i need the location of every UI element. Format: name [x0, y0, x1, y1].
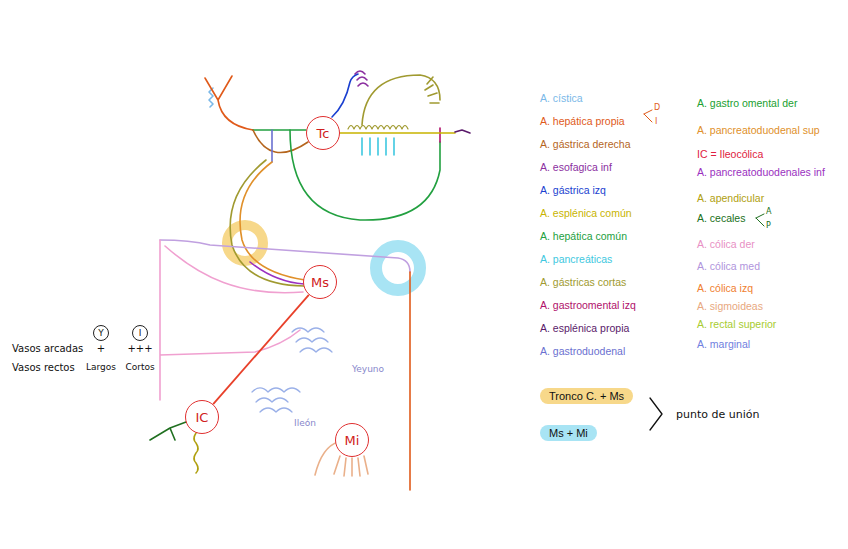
legend-text: A. pancreatoduodenal sup: [697, 124, 820, 136]
legend-entry: A. hepática propia: [540, 115, 625, 127]
annotation-label: A: [766, 207, 771, 216]
legend-text: A. gástrica derecha: [540, 138, 630, 150]
junction-pill: Tronco C. + Ms: [540, 388, 633, 404]
legend-text: A. cólica der: [697, 238, 755, 250]
legend-text: A. cólica med: [697, 260, 760, 272]
annotation-label: +: [97, 343, 105, 354]
legend-entry: A. esofagica inf: [540, 161, 612, 173]
legend-entry: A. esplénica común: [540, 207, 632, 219]
legend-entry: A. cólica der: [697, 238, 755, 250]
annotation-label: Ileón: [294, 418, 316, 428]
annotation-label: punto de unión: [676, 408, 759, 421]
legend-text: A. esplénica común: [540, 207, 632, 219]
annotation-label: Cortos: [125, 362, 154, 372]
superior-mesenteric-artery: [213, 295, 309, 404]
legend-entry: A. gástricas cortas: [540, 276, 626, 288]
legend-entry: A. gastroomental izq: [540, 299, 636, 311]
legend-entry: A. rectal superior: [697, 318, 776, 330]
legend-entry: A. gástrica derecha: [540, 138, 630, 150]
legend-entry: A. gástrica izq: [540, 184, 606, 196]
legend-entry: A. hepática común: [540, 230, 627, 242]
legend-entry: A. cística: [540, 92, 583, 104]
node-text: Tc: [317, 126, 330, 141]
legend-text: A. marginal: [697, 338, 750, 350]
jejunum-mark: Y: [93, 325, 109, 341]
legend-entry: A. cólica med: [697, 260, 760, 272]
legend-text: A. hepática propia: [540, 115, 625, 127]
annotation-label: I: [655, 117, 657, 126]
legend-text: A. cística: [540, 92, 583, 104]
node-text: I: [139, 328, 142, 338]
legend-entry: IC = Ileocólica: [697, 148, 763, 160]
legend-text: A. pancreáticas: [540, 253, 612, 265]
legend-entry: A. sigmoideas: [697, 300, 763, 312]
inferior-mesenteric-circle: Mi: [335, 423, 369, 457]
ileocolic-circle: IC: [185, 400, 219, 434]
legend-entry: A. gastroduodenal: [540, 345, 625, 357]
legend-text: A. gástrica izq: [540, 184, 606, 196]
legend-text: A. sigmoideas: [697, 300, 763, 312]
legend-text: A. cecales: [697, 212, 745, 224]
annotation-label: Yeyuno: [352, 364, 384, 374]
annotation-label: +++: [127, 343, 152, 354]
legend-text: A. rectal superior: [697, 318, 776, 330]
legend-text: A. pancreatoduodenales inf: [697, 166, 825, 178]
legend-text: A. esplénica propia: [540, 322, 629, 334]
legend-text: A. cólica izq: [697, 282, 753, 294]
legend-text: A. gastro omental der: [697, 97, 797, 109]
legend-entry: A. cecales: [697, 212, 745, 224]
node-text: Y: [98, 328, 104, 338]
annotation-label: D: [654, 103, 660, 112]
legend-entry: A. pancreatoduodenales inf: [697, 166, 825, 178]
junction-pill: Ms + Mi: [540, 425, 597, 441]
legend-text: A. gastroduodenal: [540, 345, 625, 357]
superior-mesenteric-circle: Ms: [303, 265, 337, 299]
annotation-label: Vasos rectos: [12, 362, 75, 373]
annotation-label: Largos: [86, 362, 116, 372]
annotation-label: Vasos arcadas: [12, 343, 83, 354]
node-text: Mi: [345, 433, 360, 448]
legend-entry: A. esplénica propia: [540, 322, 629, 334]
legend-text: A. gástricas cortas: [540, 276, 626, 288]
legend-entry: A. marginal: [697, 338, 750, 350]
legend-entry: A. pancreatoduodenal sup: [697, 124, 820, 136]
node-text: Ms: [311, 275, 329, 290]
annotation-label: P: [766, 221, 771, 230]
legend-entry: A. apendicular: [697, 192, 764, 204]
legend-text: A. apendicular: [697, 192, 764, 204]
legend-entry: A. gastro omental der: [697, 97, 797, 109]
node-text: Ms + Mi: [549, 427, 588, 439]
celiac-trunk-circle: Tc: [306, 116, 340, 150]
legend-text: A. hepática común: [540, 230, 627, 242]
node-text: Tronco C. + Ms: [549, 390, 624, 402]
ileum-mark: I: [132, 325, 148, 341]
legend-text: A. gastroomental izq: [540, 299, 636, 311]
legend-entry: A. pancreáticas: [540, 253, 612, 265]
node-text: IC: [196, 410, 209, 425]
legend-entry: A. cólica izq: [697, 282, 753, 294]
legend-text: A. esofagica inf: [540, 161, 612, 173]
legend-text: IC = Ileocólica: [697, 148, 763, 160]
